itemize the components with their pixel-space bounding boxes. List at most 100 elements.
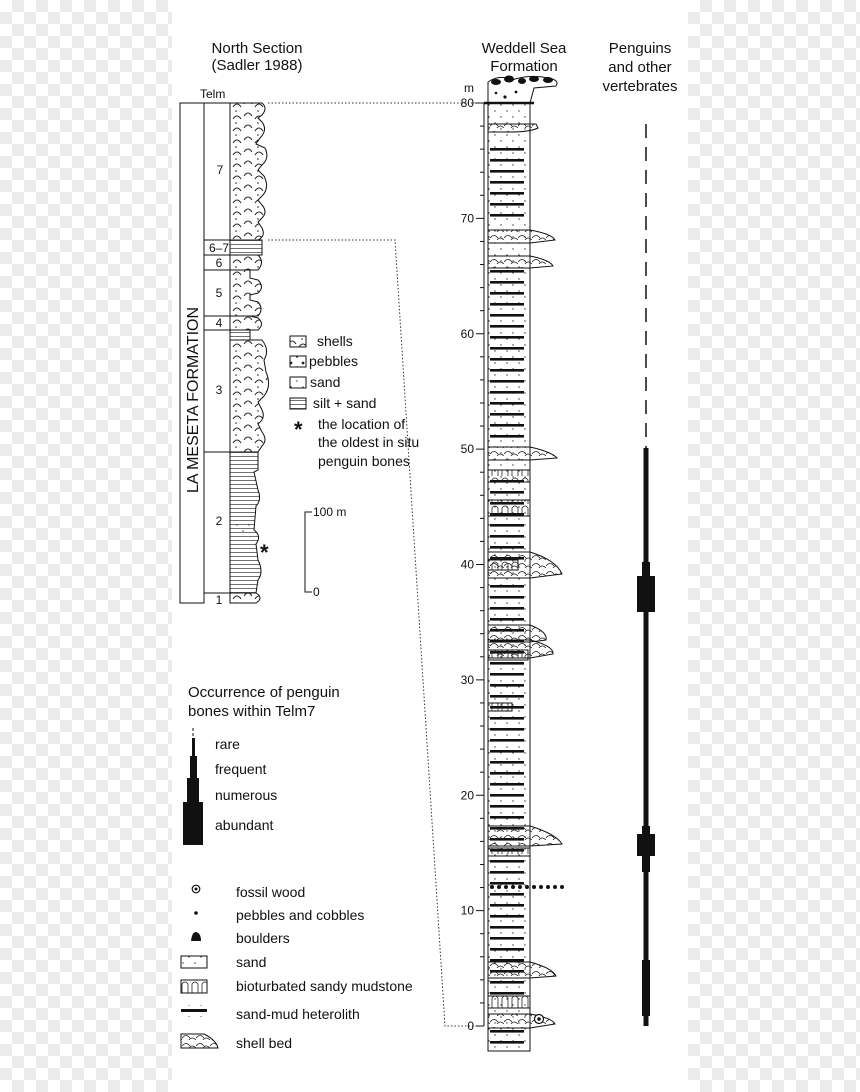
occurrence-frequent-label: frequent bbox=[215, 761, 266, 777]
heterolith-bar bbox=[490, 214, 524, 217]
lithology-legend: shells pebbles sand silt + sand * the lo… bbox=[289, 333, 419, 469]
heterolith-bar bbox=[490, 739, 524, 742]
heterolith-bar bbox=[490, 159, 524, 162]
bioturbated-layer bbox=[487, 847, 531, 857]
occurrence-legend-title-line2: bones within Telm7 bbox=[188, 703, 315, 720]
lithology-unit-6-7 bbox=[229, 239, 263, 256]
left-margin-background bbox=[0, 0, 172, 1092]
unit-label-2: 2 bbox=[216, 514, 223, 528]
formation-box bbox=[179, 102, 205, 604]
heterolith-bar bbox=[490, 871, 524, 874]
occurrence-abundant bbox=[637, 576, 655, 612]
sand-legend-swatch bbox=[180, 955, 208, 969]
legend-oldest-line1: the location of bbox=[318, 416, 405, 432]
shell-bed bbox=[487, 255, 554, 269]
depth-unit-label: m bbox=[464, 81, 474, 95]
heterolith-bar bbox=[490, 596, 524, 599]
heterolith-bar bbox=[490, 607, 524, 610]
symbol-legend: fossil wood pebbles and cobbles boulders… bbox=[180, 884, 413, 1051]
heterolith-bar bbox=[490, 424, 524, 427]
bioturbated-layer bbox=[487, 702, 513, 712]
heterolith-bar bbox=[490, 391, 524, 394]
legend-silt-swatch bbox=[289, 397, 307, 410]
legend-sand-label: sand bbox=[236, 954, 266, 970]
legend-boulders-label: boulders bbox=[236, 930, 290, 946]
heterolith-bar bbox=[490, 948, 524, 951]
heterolith-bar bbox=[490, 992, 524, 995]
heterolith-bar bbox=[490, 535, 524, 538]
occurrence-legend-title-line1: Occurrence of penguin bbox=[188, 684, 340, 701]
legend-fossil-wood-label: fossil wood bbox=[236, 884, 305, 900]
legend-sand-label: sand bbox=[310, 374, 340, 390]
weddell-title-line1: Weddell Sea bbox=[482, 40, 567, 57]
heterolith-bar bbox=[490, 336, 524, 339]
fossil-wood-legend-icon bbox=[191, 884, 201, 894]
vertebrates-title-line3: vertebrates bbox=[602, 78, 677, 95]
heterolith-bar bbox=[490, 728, 524, 731]
heterolith-bar bbox=[490, 546, 524, 549]
scale-bar bbox=[304, 511, 312, 593]
heterolith-bar bbox=[490, 684, 524, 687]
heterolith-bar bbox=[490, 358, 524, 361]
occurrence-legend: Occurrence of penguin bones within Telm7… bbox=[183, 684, 340, 845]
heterolith-bar bbox=[490, 926, 524, 929]
shell-bed bbox=[487, 446, 559, 461]
heterolith-bar bbox=[490, 1030, 524, 1033]
occurrence-abundant-label: abundant bbox=[215, 817, 274, 833]
lithology-unit-3-silt bbox=[229, 329, 251, 341]
scale-top-label: 100 m bbox=[313, 505, 346, 519]
heterolith-bar bbox=[490, 717, 524, 720]
unit-label-6-7: 6–7 bbox=[209, 241, 229, 255]
heterolith-bar bbox=[490, 937, 524, 940]
depth-tick-label: 10 bbox=[461, 904, 475, 918]
heterolith-bar bbox=[490, 325, 524, 328]
heterolith-bar bbox=[490, 435, 524, 438]
heterolith-bar bbox=[490, 413, 524, 416]
depth-tick-label: 50 bbox=[461, 442, 475, 456]
depth-tick-label: 0 bbox=[467, 1019, 474, 1033]
lithology-unit-6 bbox=[229, 254, 262, 271]
boulder-legend-icon bbox=[191, 932, 201, 941]
heterolith-bar bbox=[490, 959, 524, 962]
right-margin-background bbox=[688, 0, 860, 1092]
north-section-column: LA MESETA FORMATION Telm 7 6–7 6 5 4 3 2… bbox=[179, 87, 346, 607]
heterolith-bar bbox=[490, 380, 524, 383]
heterolith-bar bbox=[490, 347, 524, 350]
heterolith-bar bbox=[490, 314, 524, 317]
heterolith-bar bbox=[490, 794, 524, 797]
fossil-wood-icon bbox=[533, 1013, 545, 1025]
unit-label-1: 1 bbox=[216, 593, 223, 607]
heterolith-bar bbox=[490, 750, 524, 753]
shell-bed-legend-swatch bbox=[180, 1033, 219, 1049]
abundant-symbol bbox=[183, 802, 203, 845]
bioturbated-layer bbox=[487, 559, 519, 571]
north-section-subtitle: (Sadler 1988) bbox=[212, 57, 303, 74]
legend-pebbles-label: pebbles bbox=[309, 353, 358, 369]
correlation-line-bottom bbox=[268, 239, 476, 1027]
shell-bed bbox=[487, 551, 563, 579]
depth-tick-label: 70 bbox=[461, 211, 475, 225]
oldest-penguin-asterisk: * bbox=[260, 540, 269, 565]
unit-label-7: 7 bbox=[217, 163, 224, 177]
heterolith-bar bbox=[490, 170, 524, 173]
heterolith-bar bbox=[490, 673, 524, 676]
unit-label-3: 3 bbox=[216, 383, 223, 397]
legend-sand-swatch bbox=[289, 376, 307, 389]
depth-tick-label: 20 bbox=[461, 788, 475, 802]
bioturbated-layer bbox=[487, 469, 531, 483]
heterolith-bar bbox=[490, 203, 524, 206]
telm-label: Telm bbox=[200, 87, 225, 101]
weddell-title-line2: Formation bbox=[490, 58, 558, 75]
depth-tick-label: 30 bbox=[461, 673, 475, 687]
legend-pebbles-cobbles-label: pebbles and cobbles bbox=[236, 907, 364, 923]
heterolith-bar bbox=[490, 148, 524, 151]
scale-bottom-label: 0 bbox=[313, 585, 320, 599]
heterolith-bar bbox=[490, 695, 524, 698]
north-section-title: North Section bbox=[212, 40, 303, 57]
bioturbated-layer bbox=[487, 995, 531, 1009]
boulders bbox=[491, 75, 553, 99]
bioturbated-layer bbox=[487, 649, 529, 661]
unit-label-6: 6 bbox=[216, 256, 223, 270]
heterolith-bar bbox=[490, 281, 524, 284]
